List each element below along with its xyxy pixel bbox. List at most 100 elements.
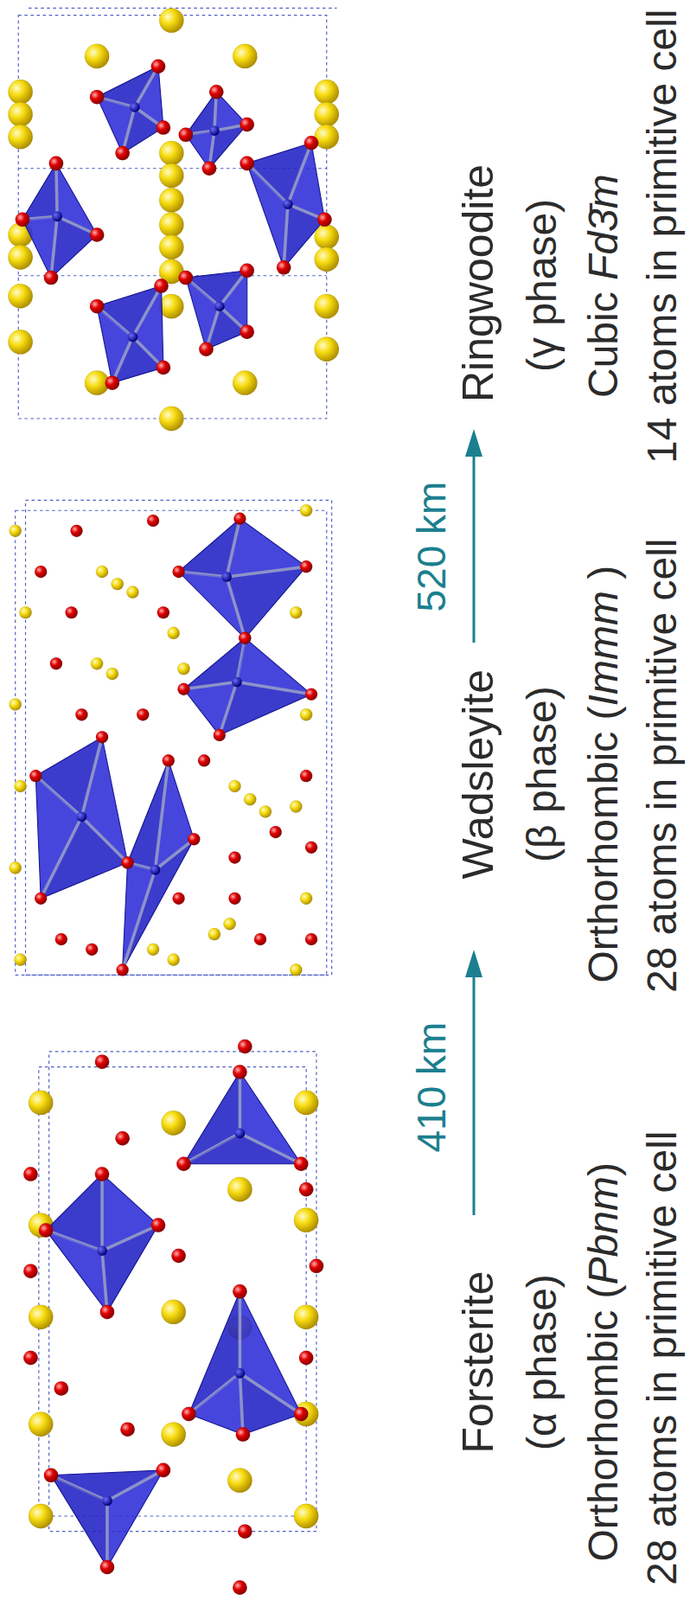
si-o-bond bbox=[283, 204, 288, 268]
si-o-bond bbox=[239, 1373, 243, 1435]
magnesium-atom bbox=[159, 7, 184, 32]
magnesium-atom bbox=[28, 1212, 53, 1237]
oxygen-atom bbox=[300, 560, 313, 573]
tetrahedron-face bbox=[247, 163, 288, 268]
magnesium-atom bbox=[300, 892, 313, 905]
oxygen-atom bbox=[156, 120, 172, 135]
magnesium-atom bbox=[293, 1304, 319, 1329]
oxygen-atom bbox=[213, 728, 226, 742]
oxygen-atom bbox=[105, 375, 121, 390]
si-o-bond bbox=[183, 682, 237, 690]
oxygen-atom bbox=[121, 856, 134, 869]
silicon-atom bbox=[127, 332, 139, 343]
silicon-atom bbox=[76, 811, 88, 822]
atom-count: 14 atoms in primitive cell bbox=[638, 8, 686, 464]
oxygen-atom bbox=[115, 146, 130, 161]
oxygen-atom bbox=[38, 1222, 54, 1238]
magnesium-atom bbox=[259, 805, 272, 818]
oxygen-atom bbox=[23, 1166, 39, 1182]
italic-part: Pbnm bbox=[580, 1175, 627, 1285]
oxygen-atom bbox=[176, 1156, 192, 1171]
magnesium-atom bbox=[7, 79, 32, 104]
magnesium-atom bbox=[289, 606, 302, 619]
oxygen-atom bbox=[178, 270, 194, 286]
depth-label: 520 km bbox=[409, 481, 455, 613]
oxygen-atom bbox=[116, 963, 129, 976]
tetrahedron-face bbox=[51, 216, 97, 278]
depth-label: 410 km bbox=[409, 1022, 455, 1153]
si-o-bond bbox=[239, 1373, 301, 1414]
oxygen-atom bbox=[55, 932, 68, 946]
sio4-tetrahedron bbox=[188, 1290, 301, 1434]
tetrahedron-face bbox=[154, 760, 194, 869]
magnesium-atom bbox=[161, 1110, 186, 1135]
oxygen-atom bbox=[100, 1304, 115, 1320]
magnesium-atom bbox=[14, 953, 27, 966]
magnesium-atom bbox=[177, 662, 190, 675]
si-o-bond bbox=[226, 518, 240, 577]
oxygen-atom bbox=[238, 632, 251, 645]
sio4-tetrahedron bbox=[185, 91, 248, 169]
magnesium-atom bbox=[111, 577, 124, 590]
magnesium-atom bbox=[227, 1176, 252, 1202]
oxygen-atom bbox=[300, 769, 313, 782]
oxygen-atom bbox=[238, 632, 251, 645]
magnesium-atom bbox=[28, 1503, 53, 1528]
magnesium-atom bbox=[243, 792, 256, 805]
silicon-atom bbox=[235, 1367, 246, 1379]
si-o-bond bbox=[51, 216, 58, 278]
magnesium-atom bbox=[95, 565, 109, 578]
sio4-tetrahedron bbox=[185, 270, 248, 350]
unit-cell-edge bbox=[38, 1066, 307, 1516]
si-o-bond bbox=[100, 1174, 104, 1252]
oxygen-atom bbox=[23, 1350, 39, 1366]
atom-count: 28 atoms in primitive cell bbox=[638, 1130, 686, 1585]
oxygen-atom bbox=[202, 161, 218, 177]
oxygen-atom bbox=[304, 135, 320, 151]
oxygen-atom bbox=[115, 1130, 130, 1146]
magnesium-atom bbox=[314, 337, 339, 362]
oxygen-atom bbox=[276, 260, 292, 275]
si-o-bond bbox=[226, 566, 307, 577]
sio4-tetrahedron bbox=[178, 518, 307, 639]
oxygen-atom bbox=[29, 769, 42, 782]
magnesium-atom bbox=[293, 1207, 319, 1233]
tetrahedron-face bbox=[188, 1373, 243, 1435]
oxygen-atom bbox=[89, 227, 105, 243]
tetrahedron-face bbox=[107, 1469, 164, 1567]
magnesium-atom bbox=[208, 927, 221, 940]
oxygen-atom bbox=[15, 212, 31, 228]
oxygen-atom bbox=[232, 1064, 248, 1080]
magnesium-atom bbox=[146, 943, 160, 956]
oxygen-atom bbox=[89, 299, 105, 314]
unit-cell-edge bbox=[49, 1051, 317, 1532]
magnesium-atom bbox=[126, 586, 139, 599]
magnesium-atom bbox=[19, 606, 32, 619]
magnesium-atom bbox=[300, 504, 313, 517]
magnesium-atom bbox=[7, 244, 32, 269]
oxygen-atom bbox=[236, 1426, 251, 1442]
transition-arrow bbox=[472, 454, 476, 643]
unit-cell-edge bbox=[25, 499, 333, 975]
oxygen-atom bbox=[49, 156, 64, 172]
phase-label: (γ phase) bbox=[518, 198, 566, 372]
magnesium-atom bbox=[7, 283, 32, 308]
oxygen-atom bbox=[233, 512, 246, 525]
silicon-atom bbox=[96, 1245, 108, 1256]
oxygen-atom bbox=[171, 1248, 186, 1264]
magnesium-atom bbox=[289, 799, 302, 812]
oxygen-atom bbox=[293, 1156, 309, 1171]
silicon-atom bbox=[214, 300, 225, 312]
oxygen-atom bbox=[44, 270, 59, 286]
oxygen-atom bbox=[239, 263, 255, 279]
silicon-atom bbox=[51, 210, 63, 222]
oxygen-atom bbox=[70, 524, 83, 537]
magnesium-atom bbox=[223, 917, 237, 930]
phase-label: (β phase) bbox=[518, 685, 566, 863]
magnesium-atom bbox=[14, 779, 27, 793]
symmetry-label: Orthorhombic (Immm ) bbox=[580, 565, 627, 984]
si-o-bond bbox=[132, 286, 161, 338]
italic-part: Immm bbox=[580, 590, 627, 706]
magnesium-atom bbox=[232, 44, 257, 69]
arrow-head bbox=[465, 428, 483, 457]
